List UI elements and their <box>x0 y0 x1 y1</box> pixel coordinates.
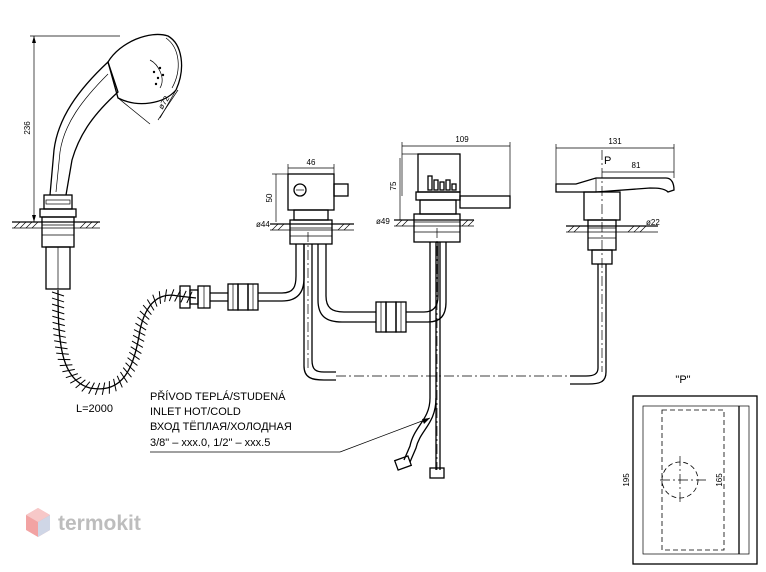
inlet-note-line2: INLET HOT/COLD <box>150 406 241 418</box>
dim-195: 195 <box>622 473 631 487</box>
diverter-valve: 46 50 ø44 <box>256 158 447 381</box>
detail-p: "P" 195 165 <box>622 374 758 565</box>
dim-109: 109 <box>455 135 469 144</box>
spiral-hose: L=2000 <box>51 244 305 415</box>
hand-shower: 236 ø72 <box>12 33 183 290</box>
dim-75: 75 <box>389 181 398 190</box>
inlet-note-line4: 3/8" – xxx.0, 1/2" – xxx.5 <box>150 437 270 449</box>
dim-236: 236 <box>23 121 32 135</box>
termokit-logo: termokit <box>26 508 141 537</box>
dim-d44: ø44 <box>256 220 270 229</box>
inlet-note-line3: ВХОД ТЁПЛАЯ/ХОЛОДНАЯ <box>150 421 292 433</box>
dim-50: 50 <box>265 193 274 202</box>
inlet-note: PŘÍVOD TEPLÁ/STUDENÁ INLET HOT/COLD ВХОД… <box>150 390 431 453</box>
inlet-note-line1: PŘÍVOD TEPLÁ/STUDENÁ <box>150 390 286 403</box>
detail-p-title: "P" <box>675 374 690 386</box>
hose-coils <box>51 289 193 395</box>
dim-81: 81 <box>632 161 641 170</box>
hose-length-label: L=2000 <box>76 403 113 415</box>
brand-name: termokit <box>58 512 141 535</box>
dim-165: 165 <box>715 473 724 487</box>
mixer-valve: 109 75 ø49 <box>376 135 511 479</box>
dim-131: 131 <box>608 137 622 146</box>
dim-d22: ø22 <box>646 218 660 227</box>
dim-46: 46 <box>307 158 316 167</box>
dim-d49: ø49 <box>376 217 390 226</box>
spout: 131 81 P ø22 <box>555 137 675 385</box>
spout-p-marker: P <box>604 155 611 167</box>
